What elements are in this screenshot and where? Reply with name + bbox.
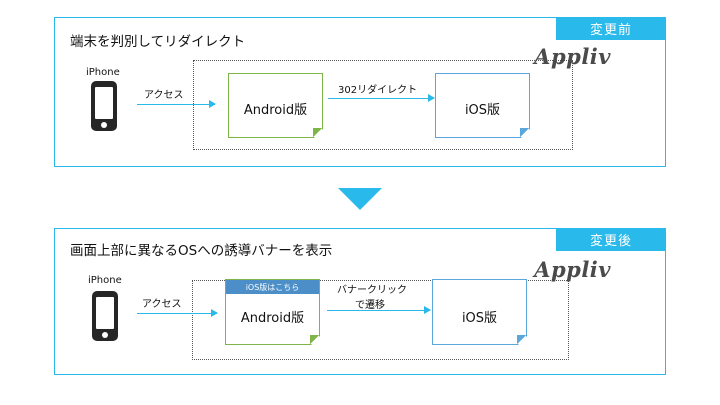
after-tag: 変更後	[556, 228, 666, 251]
ios-page: iOS版	[435, 73, 530, 138]
ios-banner[interactable]: iOS版はこちら	[226, 280, 319, 294]
down-arrow-icon	[338, 188, 382, 210]
access-label: アクセス	[142, 299, 182, 310]
transition-arrow	[327, 306, 431, 314]
before-page-group	[193, 60, 573, 150]
ios-page: iOS版	[432, 279, 527, 345]
smartphone-icon	[91, 81, 117, 131]
before-heading: 端末を判別してリダイレクト	[70, 34, 246, 50]
android-page: iOS版はこちら Android版	[225, 279, 320, 345]
smartphone-icon	[92, 291, 118, 341]
page-fold-icon	[520, 128, 529, 137]
banner-click-label-line1: バナークリック	[337, 285, 407, 296]
android-page-label: Android版	[243, 103, 308, 118]
redirect-arrow	[328, 94, 435, 102]
access-arrow	[137, 100, 216, 108]
page-fold-icon	[517, 335, 526, 344]
after-heading: 画面上部に異なるOSへの誘導バナーを表示	[70, 243, 333, 259]
access-arrow	[137, 309, 218, 317]
before-tag: 変更前	[556, 17, 666, 40]
access-label: アクセス	[144, 90, 184, 101]
appliv-logo: Appliv	[534, 257, 611, 282]
appliv-logo: Appliv	[534, 44, 611, 69]
android-page-label: Android版	[240, 311, 305, 326]
panel-after: 変更後 画面上部に異なるOSへの誘導バナーを表示 Appliv iPhone ア…	[54, 228, 666, 375]
device-label: iPhone	[88, 275, 122, 286]
ios-page-label: iOS版	[464, 103, 501, 118]
panel-before: 変更前 端末を判別してリダイレクト Appliv iPhone アクセス And…	[54, 17, 666, 167]
page-fold-icon	[310, 335, 319, 344]
after-page-group	[192, 280, 569, 360]
android-page: Android版	[228, 73, 323, 138]
page-fold-icon	[313, 128, 322, 137]
ios-page-label: iOS版	[461, 311, 498, 326]
banner-click-label-line2: で遷移	[355, 300, 385, 311]
banner-click-label: バナークリック で遷移	[337, 281, 407, 311]
device-label: iPhone	[86, 67, 120, 78]
redirect-label: 302リダイレクト	[338, 85, 418, 96]
